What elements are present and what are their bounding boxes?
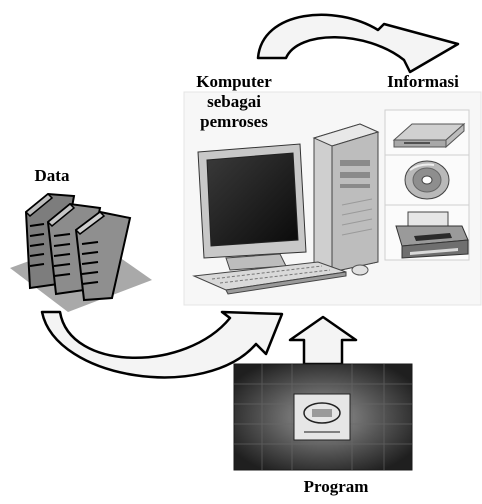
desktop-computer-icon	[192, 123, 380, 295]
arrow-to-computer	[40, 310, 284, 379]
computer-label-line-1: Komputer	[196, 72, 272, 91]
printer-icon	[395, 211, 469, 259]
processor-chip-icon	[293, 393, 351, 441]
computer-label-line-3: pemroses	[200, 112, 268, 131]
program-box	[233, 363, 413, 471]
output-devices	[384, 109, 470, 261]
computer-label: Komputer sebagai pemroses	[178, 72, 290, 132]
arrow-program-up	[288, 315, 358, 366]
computer-label-line-2: sebagai	[207, 92, 261, 111]
information-label: Informasi	[387, 72, 459, 91]
arrow-to-information	[256, 13, 460, 74]
program-label: Program	[303, 477, 369, 496]
data-label: Data	[34, 166, 70, 185]
books-icon	[10, 192, 152, 312]
cd-disc-icon	[404, 160, 450, 200]
disk-drive-icon	[392, 122, 466, 149]
